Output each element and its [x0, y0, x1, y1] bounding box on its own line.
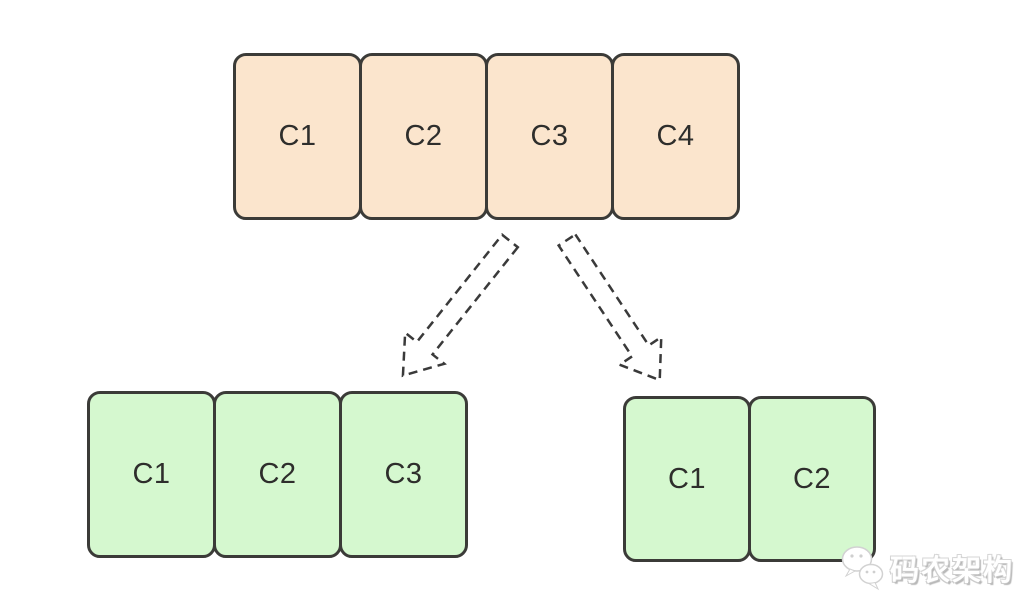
- card-label: C2: [258, 458, 297, 490]
- card-label: C1: [667, 462, 707, 495]
- card-left-c2: C2: [213, 391, 342, 558]
- card-label: C2: [792, 462, 832, 495]
- dashed-arrow-down-left: [401, 233, 520, 378]
- card-label: C1: [132, 458, 171, 490]
- watermark: 码农架构: [840, 544, 1014, 592]
- card-left-c3: C3: [339, 391, 468, 558]
- dashed-arrow-down-right: [556, 232, 663, 382]
- card-label: C3: [384, 458, 423, 490]
- card-right-c1: C1: [623, 396, 751, 562]
- wechat-icon: [841, 546, 884, 591]
- card-label: C1: [278, 120, 317, 152]
- card-top-c4: C4: [611, 53, 740, 220]
- card-label: C3: [530, 120, 569, 152]
- card-right-c2: C2: [748, 396, 876, 562]
- bottom-left-consumer-group: C1 C2 C3: [87, 391, 468, 558]
- card-left-c1: C1: [87, 391, 216, 558]
- watermark-text: 码农架构: [890, 555, 1015, 587]
- card-top-c3: C3: [485, 53, 614, 220]
- card-label: C2: [404, 120, 443, 152]
- card-label: C4: [656, 120, 695, 152]
- bottom-right-consumer-group: C1 C2: [623, 396, 876, 562]
- top-consumer-group: C1 C2 C3 C4: [233, 53, 740, 220]
- card-top-c2: C2: [359, 53, 488, 220]
- card-top-c1: C1: [233, 53, 362, 220]
